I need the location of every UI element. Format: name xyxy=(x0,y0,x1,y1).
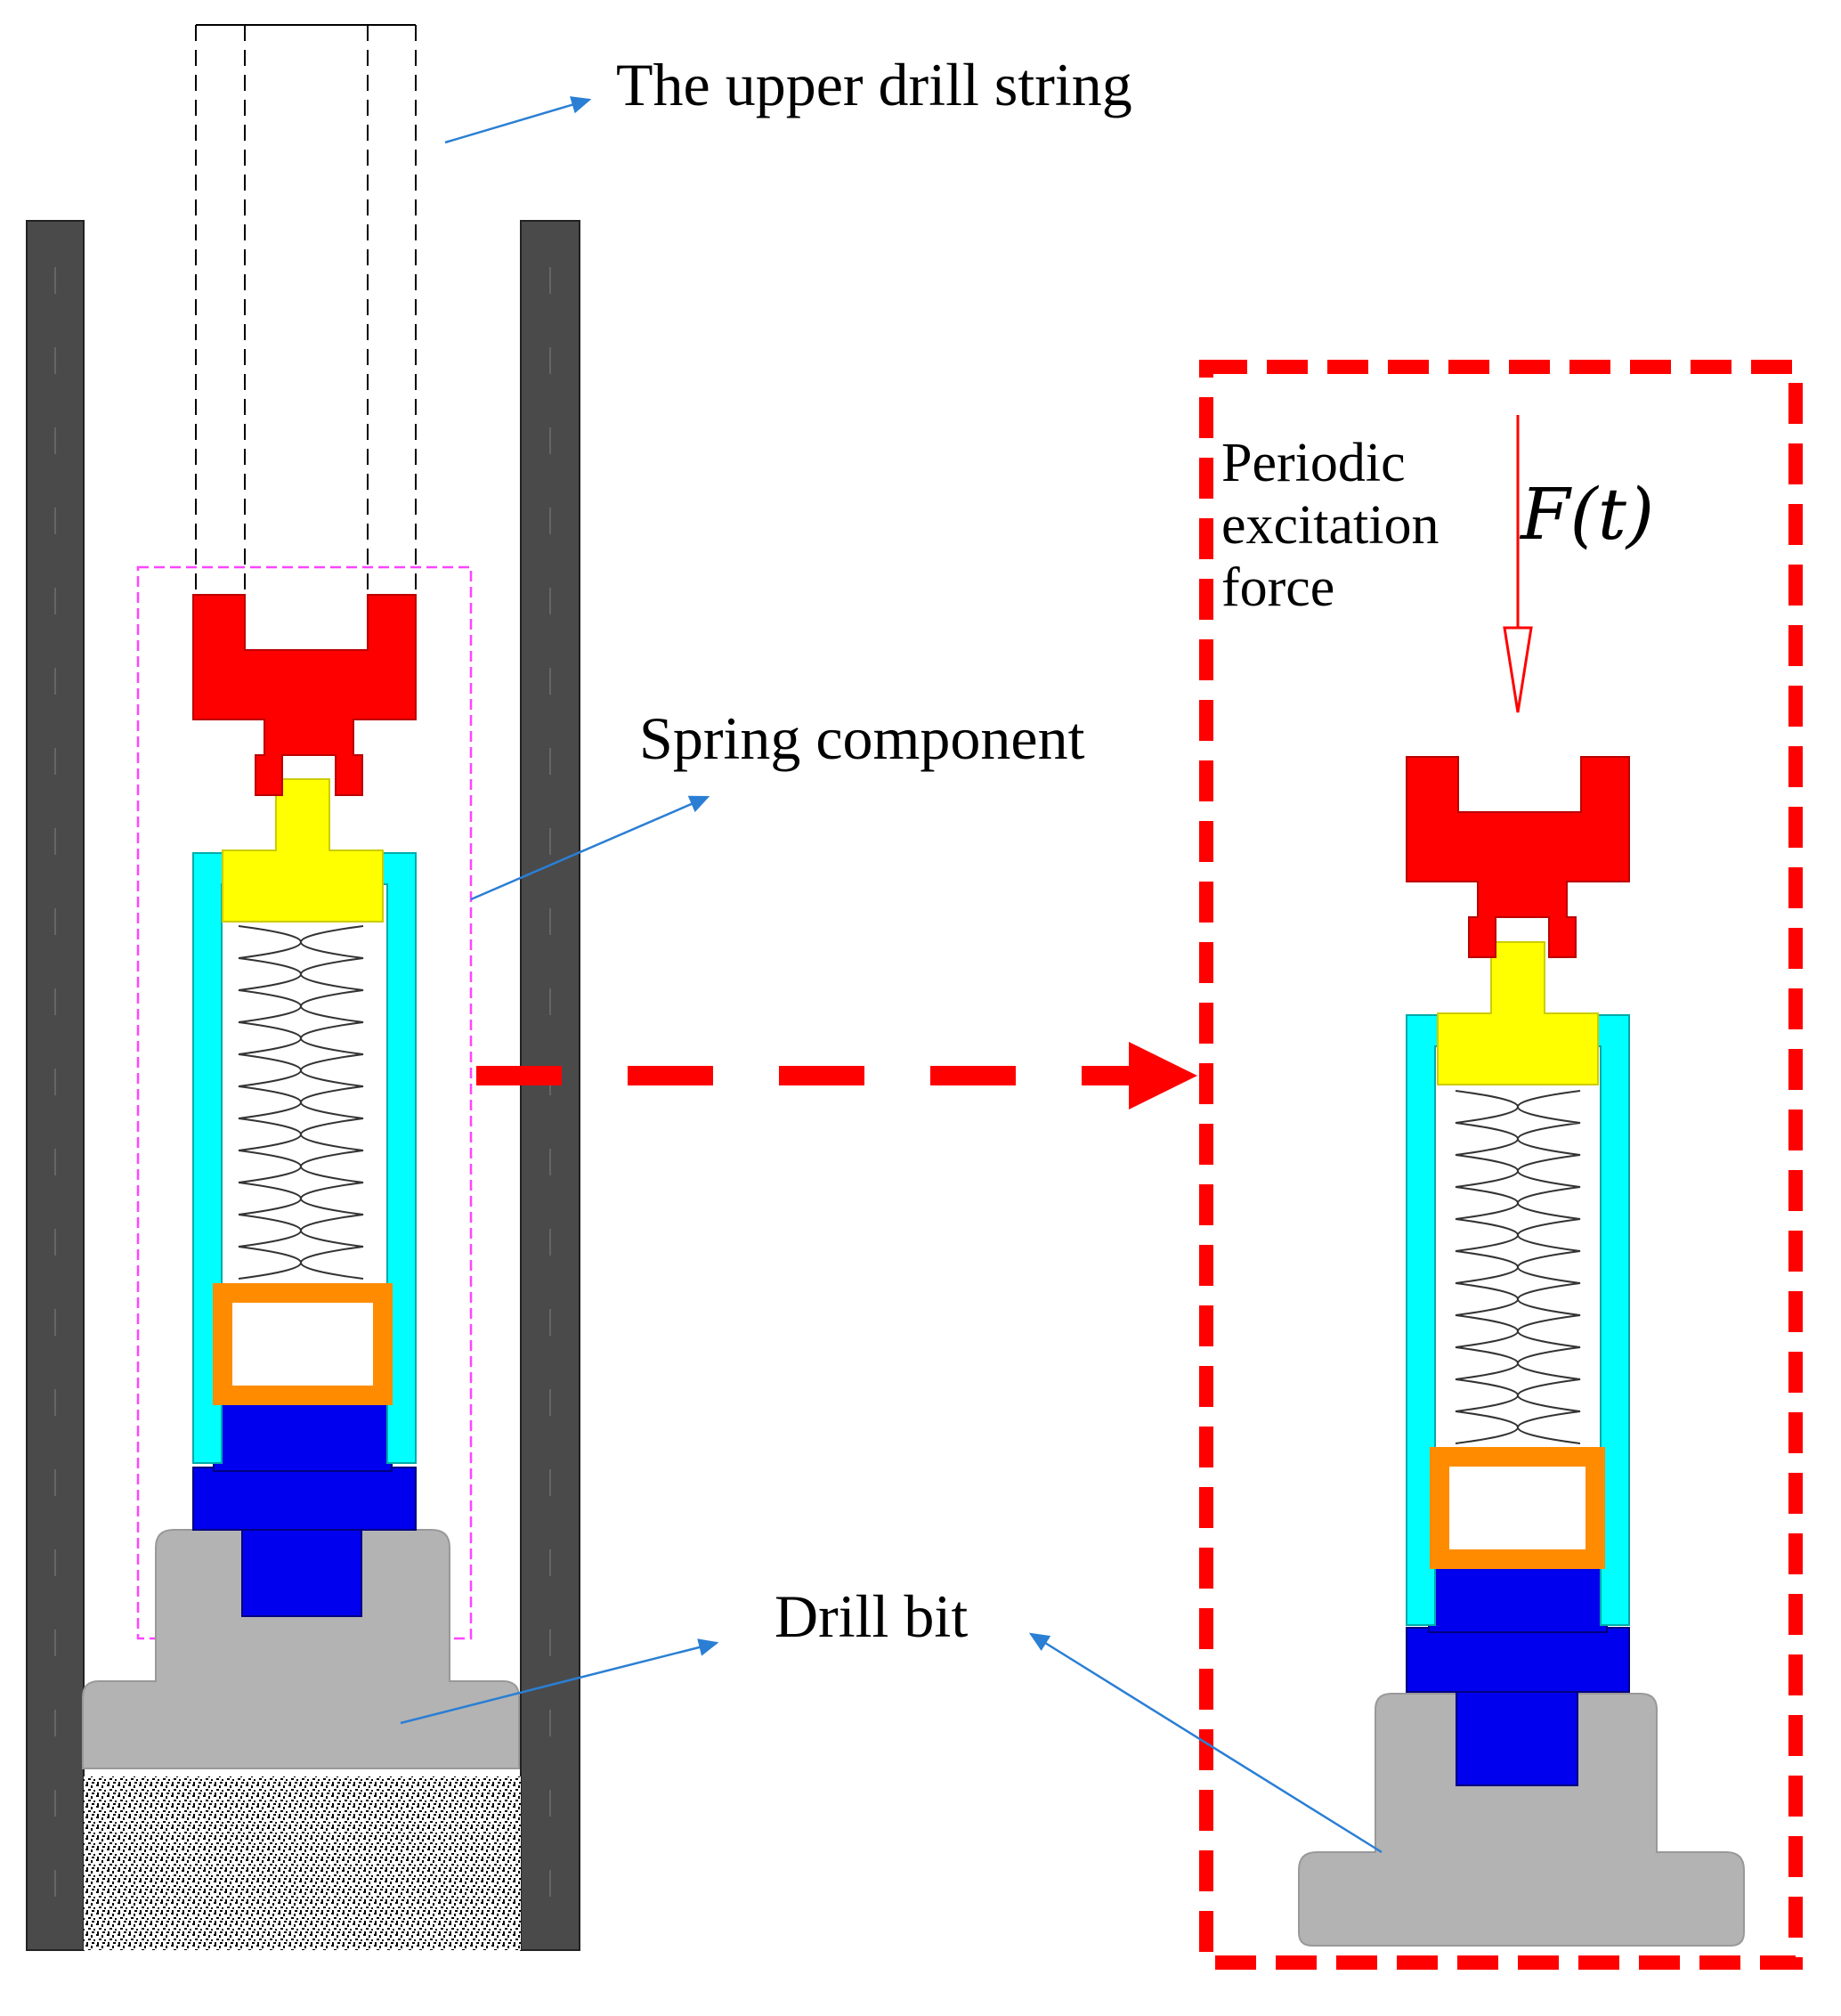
drill-bit-right xyxy=(1298,1693,1745,1947)
left-assembly xyxy=(26,24,580,1951)
blue-body-right xyxy=(1406,1627,1630,1693)
callout-arrows xyxy=(400,96,1383,1854)
orange-seat-right xyxy=(1430,1447,1605,1569)
spring-coil-right xyxy=(1455,1090,1581,1444)
rock-formation xyxy=(84,1776,521,1950)
yellow-connector-right xyxy=(1437,941,1599,1085)
upper-drill-string xyxy=(195,25,417,595)
label-force: force xyxy=(1221,557,1334,618)
arrow-spring-component xyxy=(470,795,710,901)
blue-stem-right xyxy=(1456,1687,1578,1786)
arrow-upper-drill-string xyxy=(444,96,592,144)
red-top-part-right xyxy=(1406,756,1630,958)
blue-top-right xyxy=(1428,1562,1608,1633)
blue-top-left xyxy=(213,1397,393,1472)
right-assembly xyxy=(1199,360,1803,1970)
red-top-part-left xyxy=(192,594,417,796)
spring-coil-left xyxy=(238,925,364,1280)
zoom-connector-arrow xyxy=(476,1042,1197,1110)
zoom-highlight-frame xyxy=(1199,360,1803,1970)
label-drill-bit: Drill bit xyxy=(775,1582,968,1650)
force-symbol: F(t) xyxy=(1519,473,1654,556)
label-excitation: excitation xyxy=(1221,495,1439,556)
orange-seat-left xyxy=(213,1283,393,1405)
yellow-connector-left xyxy=(222,778,384,923)
blue-body-left xyxy=(192,1467,417,1531)
drill-bit-left xyxy=(82,1529,520,1769)
arrow-drill-bit-right xyxy=(1028,1632,1383,1854)
label-periodic: Periodic xyxy=(1221,433,1406,493)
label-upper-drill-string: The upper drill string xyxy=(616,51,1132,118)
arrow-drill-bit-left xyxy=(400,1638,719,1725)
force-arrow-head xyxy=(1503,626,1533,713)
blue-stem-left xyxy=(241,1526,362,1617)
label-spring-component: Spring component xyxy=(639,704,1085,772)
